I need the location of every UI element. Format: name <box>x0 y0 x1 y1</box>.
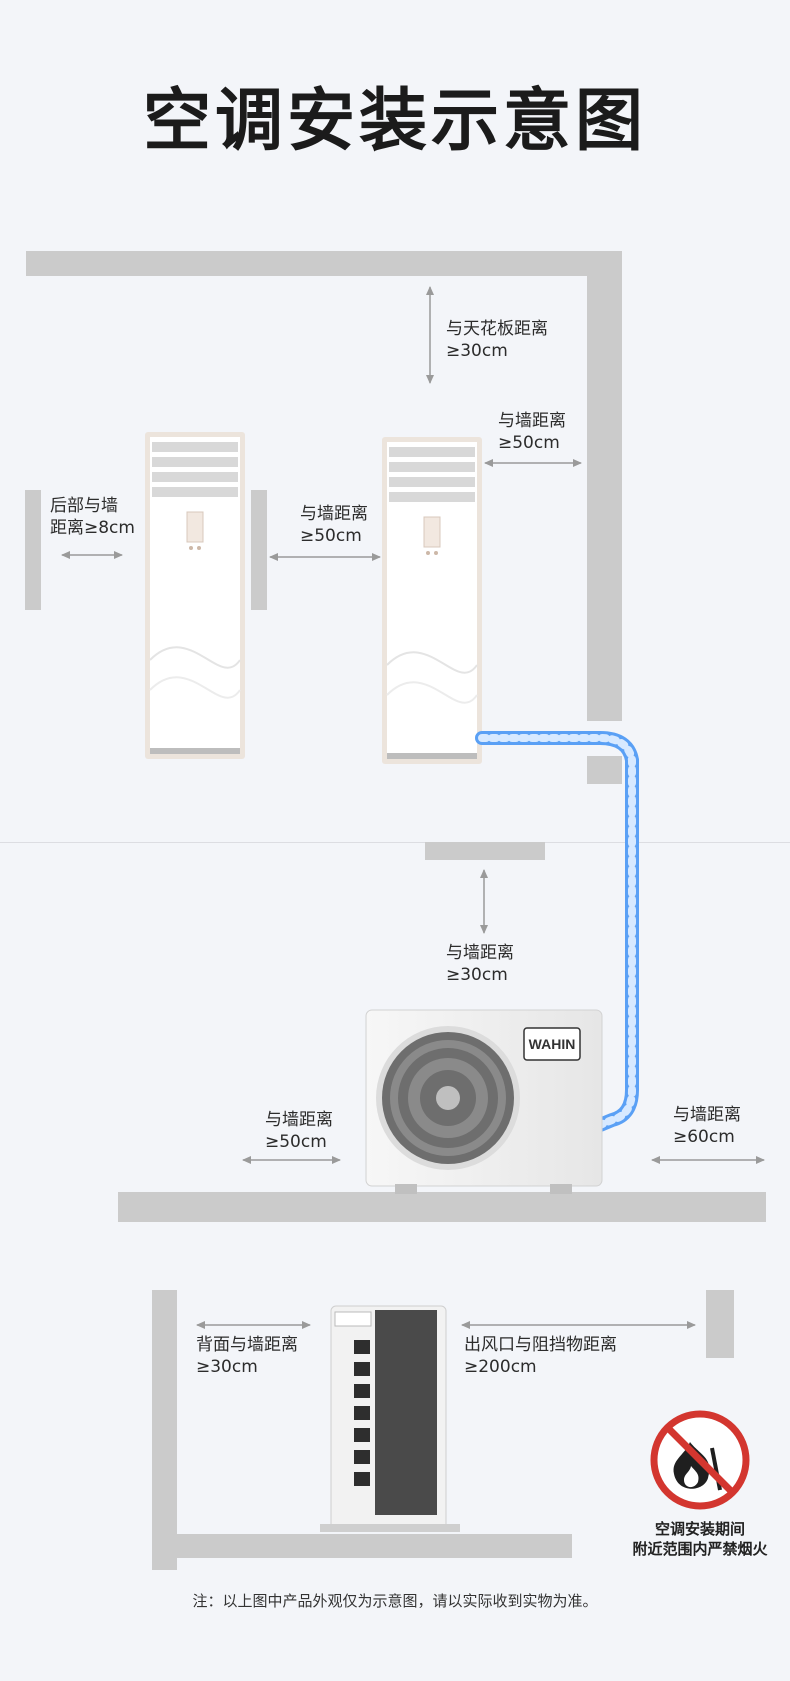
ceiling-wall <box>26 251 622 276</box>
label-between-units: 与墙距离≥50cm <box>300 504 368 546</box>
right-wall <box>587 251 622 721</box>
distance-arrows <box>61 286 765 1329</box>
no-fire-icon <box>650 1410 750 1510</box>
floor-line <box>0 842 790 843</box>
right-wall-lower <box>587 756 622 784</box>
label-ceiling: 与天花板距离≥30cm <box>446 319 548 361</box>
label-side-wall-top: 与墙距离≥50cm <box>498 411 566 453</box>
outdoor-walls <box>118 842 766 1222</box>
indoor-unit-left <box>145 432 245 759</box>
label-outdoor-left: 与墙距离≥50cm <box>265 1110 333 1152</box>
label-back-wall: 后部与墙距离≥8cm <box>50 496 135 538</box>
room-walls <box>0 251 790 843</box>
rear-back-wall <box>152 1290 177 1570</box>
rear-floor <box>152 1534 572 1558</box>
fire-warning-text: 空调安装期间附近范围内严禁烟火 <box>632 1520 768 1558</box>
label-outdoor-right: 与墙距离≥60cm <box>673 1105 741 1147</box>
indoor-unit-right <box>382 437 482 764</box>
rear-view-walls <box>152 1290 734 1570</box>
middle-back-wall <box>251 490 267 610</box>
page-title: 空调安装示意图 <box>142 82 647 161</box>
label-outdoor-top: 与墙距离≥30cm <box>446 943 514 985</box>
label-rear-outlet: 出风口与阻挡物距离≥200cm <box>464 1335 617 1377</box>
rear-obstacle <box>706 1290 734 1358</box>
outdoor-floor <box>118 1192 766 1222</box>
left-back-wall <box>25 490 41 610</box>
outdoor-brand-logo: WAHIN <box>529 1036 576 1052</box>
refrigerant-pipe <box>475 731 639 1132</box>
outdoor-unit: WAHIN <box>365 1009 603 1194</box>
outdoor-top-wall <box>425 842 545 860</box>
outdoor-unit-rear <box>320 1305 460 1532</box>
label-rear-back: 背面与墙距离≥30cm <box>196 1335 298 1377</box>
disclaimer-note: 注：以上图中产品外观仅为示意图，请以实际收到实物为准。 <box>192 1592 598 1610</box>
